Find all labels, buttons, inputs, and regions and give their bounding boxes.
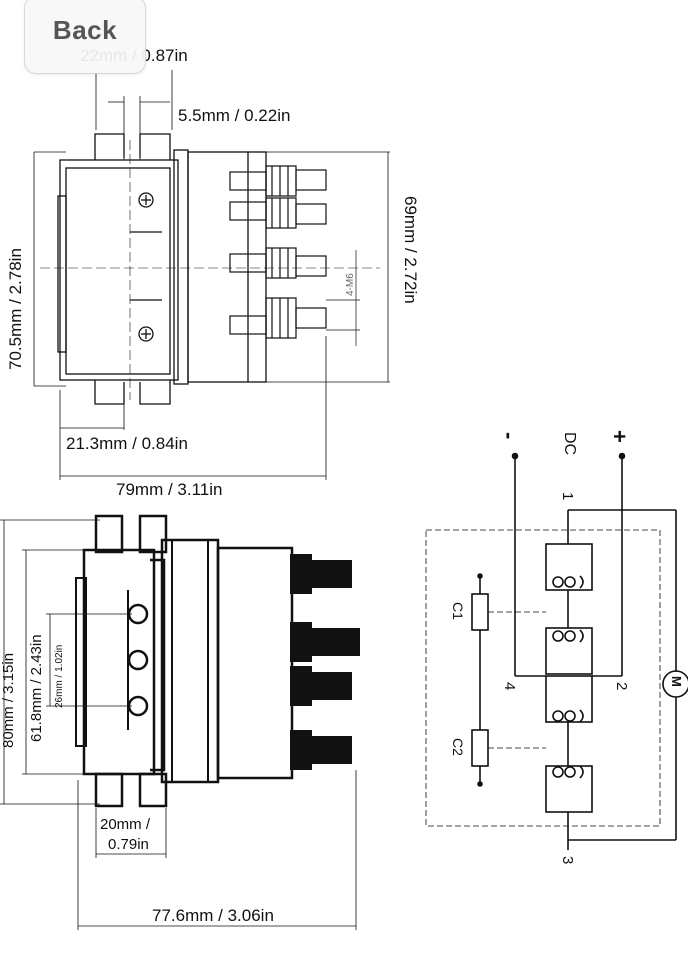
foot-width-label: 21.3mm / 0.84in: [66, 434, 188, 453]
side-foot-width-label-2: 0.79in: [108, 836, 149, 853]
side-view-drawing: [0, 514, 360, 930]
stud-size-label: 4-M6: [345, 273, 356, 296]
capacitor-c1-label: C1: [450, 602, 466, 620]
terminal-1-label: 1: [559, 492, 576, 501]
top-height-left-label: 70.5mm / 2.78in: [6, 248, 25, 370]
hole-spacing-label: 26mm / 1.02in: [54, 644, 65, 708]
plus-terminal-label: +: [607, 430, 632, 443]
dc-label: DC: [561, 432, 578, 456]
terminal-4-label: 4: [501, 682, 518, 691]
side-body-height-label: 61.8mm / 2.43in: [28, 634, 45, 742]
top-height-right-label: 69mm / 2.72in: [401, 196, 420, 304]
back-button[interactable]: Back: [24, 0, 146, 74]
back-button-label: Back: [52, 15, 118, 45]
slot-width-label: 5.5mm / 0.22in: [178, 106, 291, 125]
side-total-height-label: 80mm / 3.15in: [0, 652, 17, 748]
side-foot-width-label-1: 20mm /: [100, 816, 151, 833]
minus-terminal-label: -: [497, 432, 522, 440]
side-length-label: 77.6mm / 3.06in: [152, 906, 274, 925]
capacitor-c2-label: C2: [450, 738, 466, 756]
terminal-3-label: 3: [559, 856, 576, 865]
top-length-label: 79mm / 3.11in: [116, 480, 223, 499]
top-view-drawing: [33, 70, 390, 480]
motor-label: M: [669, 676, 684, 687]
wiring-schematic: [425, 452, 688, 850]
terminal-2-label: 2: [613, 682, 630, 691]
